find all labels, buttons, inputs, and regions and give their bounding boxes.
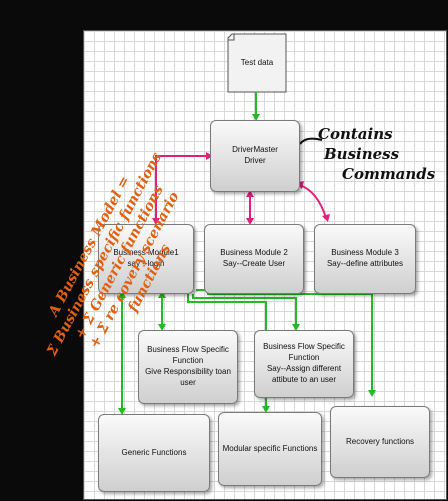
modular-label: Modular specific Functions (222, 443, 318, 453)
business-flow1-node: Business Flow Specific Function Give Res… (138, 330, 238, 404)
recovery-functions-node: Recovery functions (330, 406, 430, 478)
flow1-line3: Give Responsibility toan (145, 367, 231, 376)
driver-master-title: DriverMaster (232, 145, 278, 155)
flow2-line3: Say--Assign different (266, 364, 342, 373)
driver-master-node: DriverMaster Driver (210, 120, 300, 192)
recovery-label: Recovery functions (345, 436, 415, 446)
module1-title: Business Module1 (113, 248, 179, 258)
business-flow2-node: Business Flow Specific Function Say--Ass… (254, 330, 354, 398)
contains-line1: Contains (318, 125, 393, 143)
module2-title: Business Module 2 (220, 248, 288, 258)
module3-say: Say--define attributes (326, 259, 404, 268)
contains-annotation: Contains Business Commands (318, 124, 435, 184)
business-module1-node: Business Module1 say --login (98, 224, 194, 294)
module1-say: say --login (127, 259, 165, 268)
flow2-line4: attibute to an user (271, 374, 337, 384)
module3-title: Business Module 3 (331, 248, 399, 258)
flow1-line4: user (180, 377, 196, 387)
flow1-line2: Function (172, 356, 204, 366)
test-data-node: Test data (228, 34, 286, 92)
flow2-line1: Business Flow Specific (263, 342, 345, 352)
business-module3-node: Business Module 3 Say--define attributes (314, 224, 416, 294)
contains-line2: Business (324, 145, 400, 163)
contains-line3: Commands (342, 165, 436, 183)
business-module2-node: Business Module 2 Say--Create User (204, 224, 304, 294)
flow1-line1: Business Flow Specific (147, 345, 229, 355)
generic-functions-node: Generic Functions (98, 414, 210, 492)
generic-label: Generic Functions (121, 447, 187, 457)
flow2-line2: Function (288, 353, 320, 363)
driver-master-subtitle: Driver (244, 156, 266, 165)
modular-functions-node: Modular specific Functions (218, 412, 322, 486)
module2-say: Say--Create User (222, 259, 286, 268)
test-data-label: Test data (240, 57, 274, 67)
